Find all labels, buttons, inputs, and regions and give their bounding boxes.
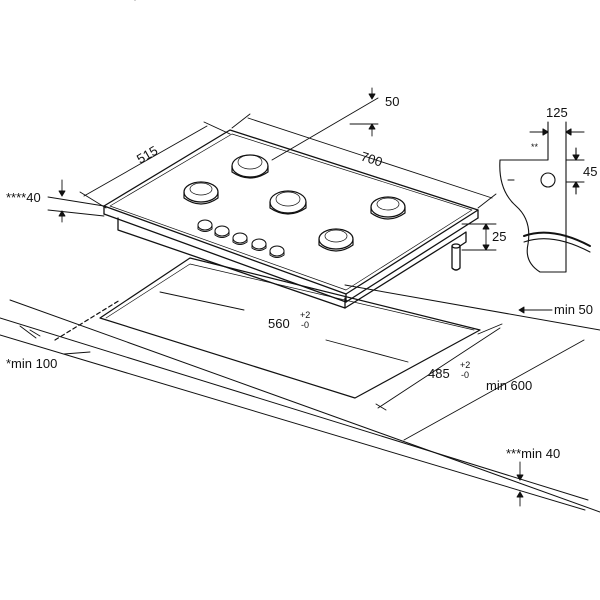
hob-lower-box-side (344, 235, 461, 309)
knob-3 (232, 232, 248, 245)
dim-top-clearance-line (271, 97, 379, 161)
knob-5 (269, 245, 285, 258)
hob-glass-inner (109, 133, 473, 291)
side-wall-detail (499, 121, 591, 273)
label-cutout-depth-tol-plus: +2 (460, 360, 470, 370)
control-knobs (197, 219, 285, 258)
label-star-mark: ** (531, 142, 539, 152)
label-side-gap: 125 (546, 105, 568, 120)
burners (183, 154, 406, 252)
dim-cutout-width-line-a (159, 291, 245, 311)
labels: 515 700 50 ****40 125 45 ** 25 560 +2 -0… (6, 94, 597, 461)
worktop-rear-edge (344, 284, 600, 331)
dim-cutout-depth-line (377, 327, 501, 409)
cutout-outline (99, 257, 481, 399)
label-min-100: *min 100 (6, 356, 57, 371)
worktop-rear-edge-back (180, 255, 600, 296)
label-depth: 515 (134, 143, 160, 167)
label-thickness: 25 (492, 229, 506, 244)
knob-2 (214, 225, 230, 238)
dashed-rear-line (54, 299, 121, 341)
burner-right (370, 196, 406, 220)
label-cutout-width: 560 (268, 316, 290, 331)
worktop-back-top-edge (9, 299, 600, 513)
hob-side-edge (345, 217, 479, 303)
label-front-clearance: ****40 (6, 190, 41, 205)
side-wall-cable (523, 231, 591, 247)
worktop-front-top-edge (0, 317, 589, 501)
burner-rear-left (231, 154, 269, 179)
side-wall-profile (499, 159, 567, 273)
hob-lower-box-front (117, 217, 346, 309)
gas-connector (451, 245, 461, 271)
hob-front-edge (103, 213, 347, 303)
label-cutout-depth-tol-minus: -0 (461, 370, 469, 380)
label-cutout-depth: 485 (428, 366, 450, 381)
label-min-40: ***min 40 (506, 446, 560, 461)
worktop-front-bottom-edge (0, 334, 586, 511)
burner-front-right (318, 228, 354, 252)
knob-1 (197, 219, 213, 232)
label-cutout-width-tol-plus: +2 (300, 310, 310, 320)
cutout (54, 257, 481, 399)
dim-width-line (247, 117, 493, 199)
label-side-height: 45 (583, 164, 597, 179)
knob-4 (251, 238, 267, 251)
dim-min600-line (403, 339, 585, 441)
dim-cutout-width-line-b (325, 339, 409, 363)
dimensions (19, 87, 585, 507)
label-top-clearance: 50 (385, 94, 399, 109)
side-wall-screw (540, 172, 556, 188)
burner-center (269, 190, 307, 215)
label-cutout-width-tol-minus: -0 (301, 320, 309, 330)
label-width: 700 (359, 149, 384, 170)
label-min-600: min 600 (486, 378, 532, 393)
worktop (0, 0, 600, 513)
dim-depth-line (83, 125, 208, 197)
hob-glass-top (103, 129, 479, 295)
label-min-50: min 50 (554, 302, 593, 317)
burner-middle-left (183, 181, 219, 205)
hob (103, 129, 479, 309)
